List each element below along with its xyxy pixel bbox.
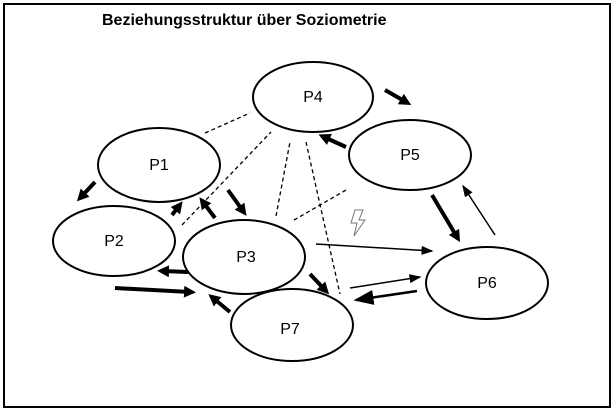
arrow-p7-p6 [349, 274, 422, 289]
neutral-link-p3-p5 [293, 189, 347, 221]
arrow-p3-p1 [199, 197, 217, 220]
arrow-p7-p3 [208, 294, 232, 314]
node-p2 [52, 205, 176, 277]
node-p1 [97, 127, 221, 203]
node-p6 [425, 246, 549, 320]
label-p5: P5 [400, 147, 420, 164]
neutral-link-p1-p4 [204, 112, 251, 134]
arrow-p1-p2 [76, 180, 97, 202]
arrow-p1-p3 [226, 188, 247, 216]
neutral-link-p3-p4 [275, 141, 291, 217]
label-p2: P2 [104, 233, 124, 250]
arrow-p2-p1 [170, 201, 183, 217]
arrow-p5-p4 [318, 134, 347, 149]
neutral-link-p2-p4 [181, 131, 272, 226]
node-p4 [252, 61, 374, 133]
label-p4: P4 [303, 89, 323, 106]
arrow-p6-p5 [462, 184, 496, 236]
diagram-title: Beziehungsstruktur über Soziometrie [102, 12, 387, 29]
arrow-p5-p6 [430, 193, 461, 243]
node-p3 [182, 219, 306, 295]
diagram-frame [3, 3, 611, 408]
label-p3: P3 [236, 249, 256, 266]
node-p7 [230, 288, 354, 362]
label-p7: P7 [280, 321, 300, 338]
arrow-p3-p6 [315, 243, 434, 255]
arrow-p6-p7 [353, 289, 418, 305]
label-p1: P1 [149, 157, 169, 174]
neutral-link-p7-p4 [305, 141, 341, 295]
arrow-p4-p5 [384, 88, 412, 105]
label-p6: P6 [477, 275, 497, 292]
arrow-p2-p3 [114, 285, 196, 298]
arrow-p3-p2 [157, 265, 189, 278]
arrow-p3-p7 [308, 272, 330, 295]
lightning-icon [350, 209, 366, 237]
node-p5 [348, 119, 472, 191]
